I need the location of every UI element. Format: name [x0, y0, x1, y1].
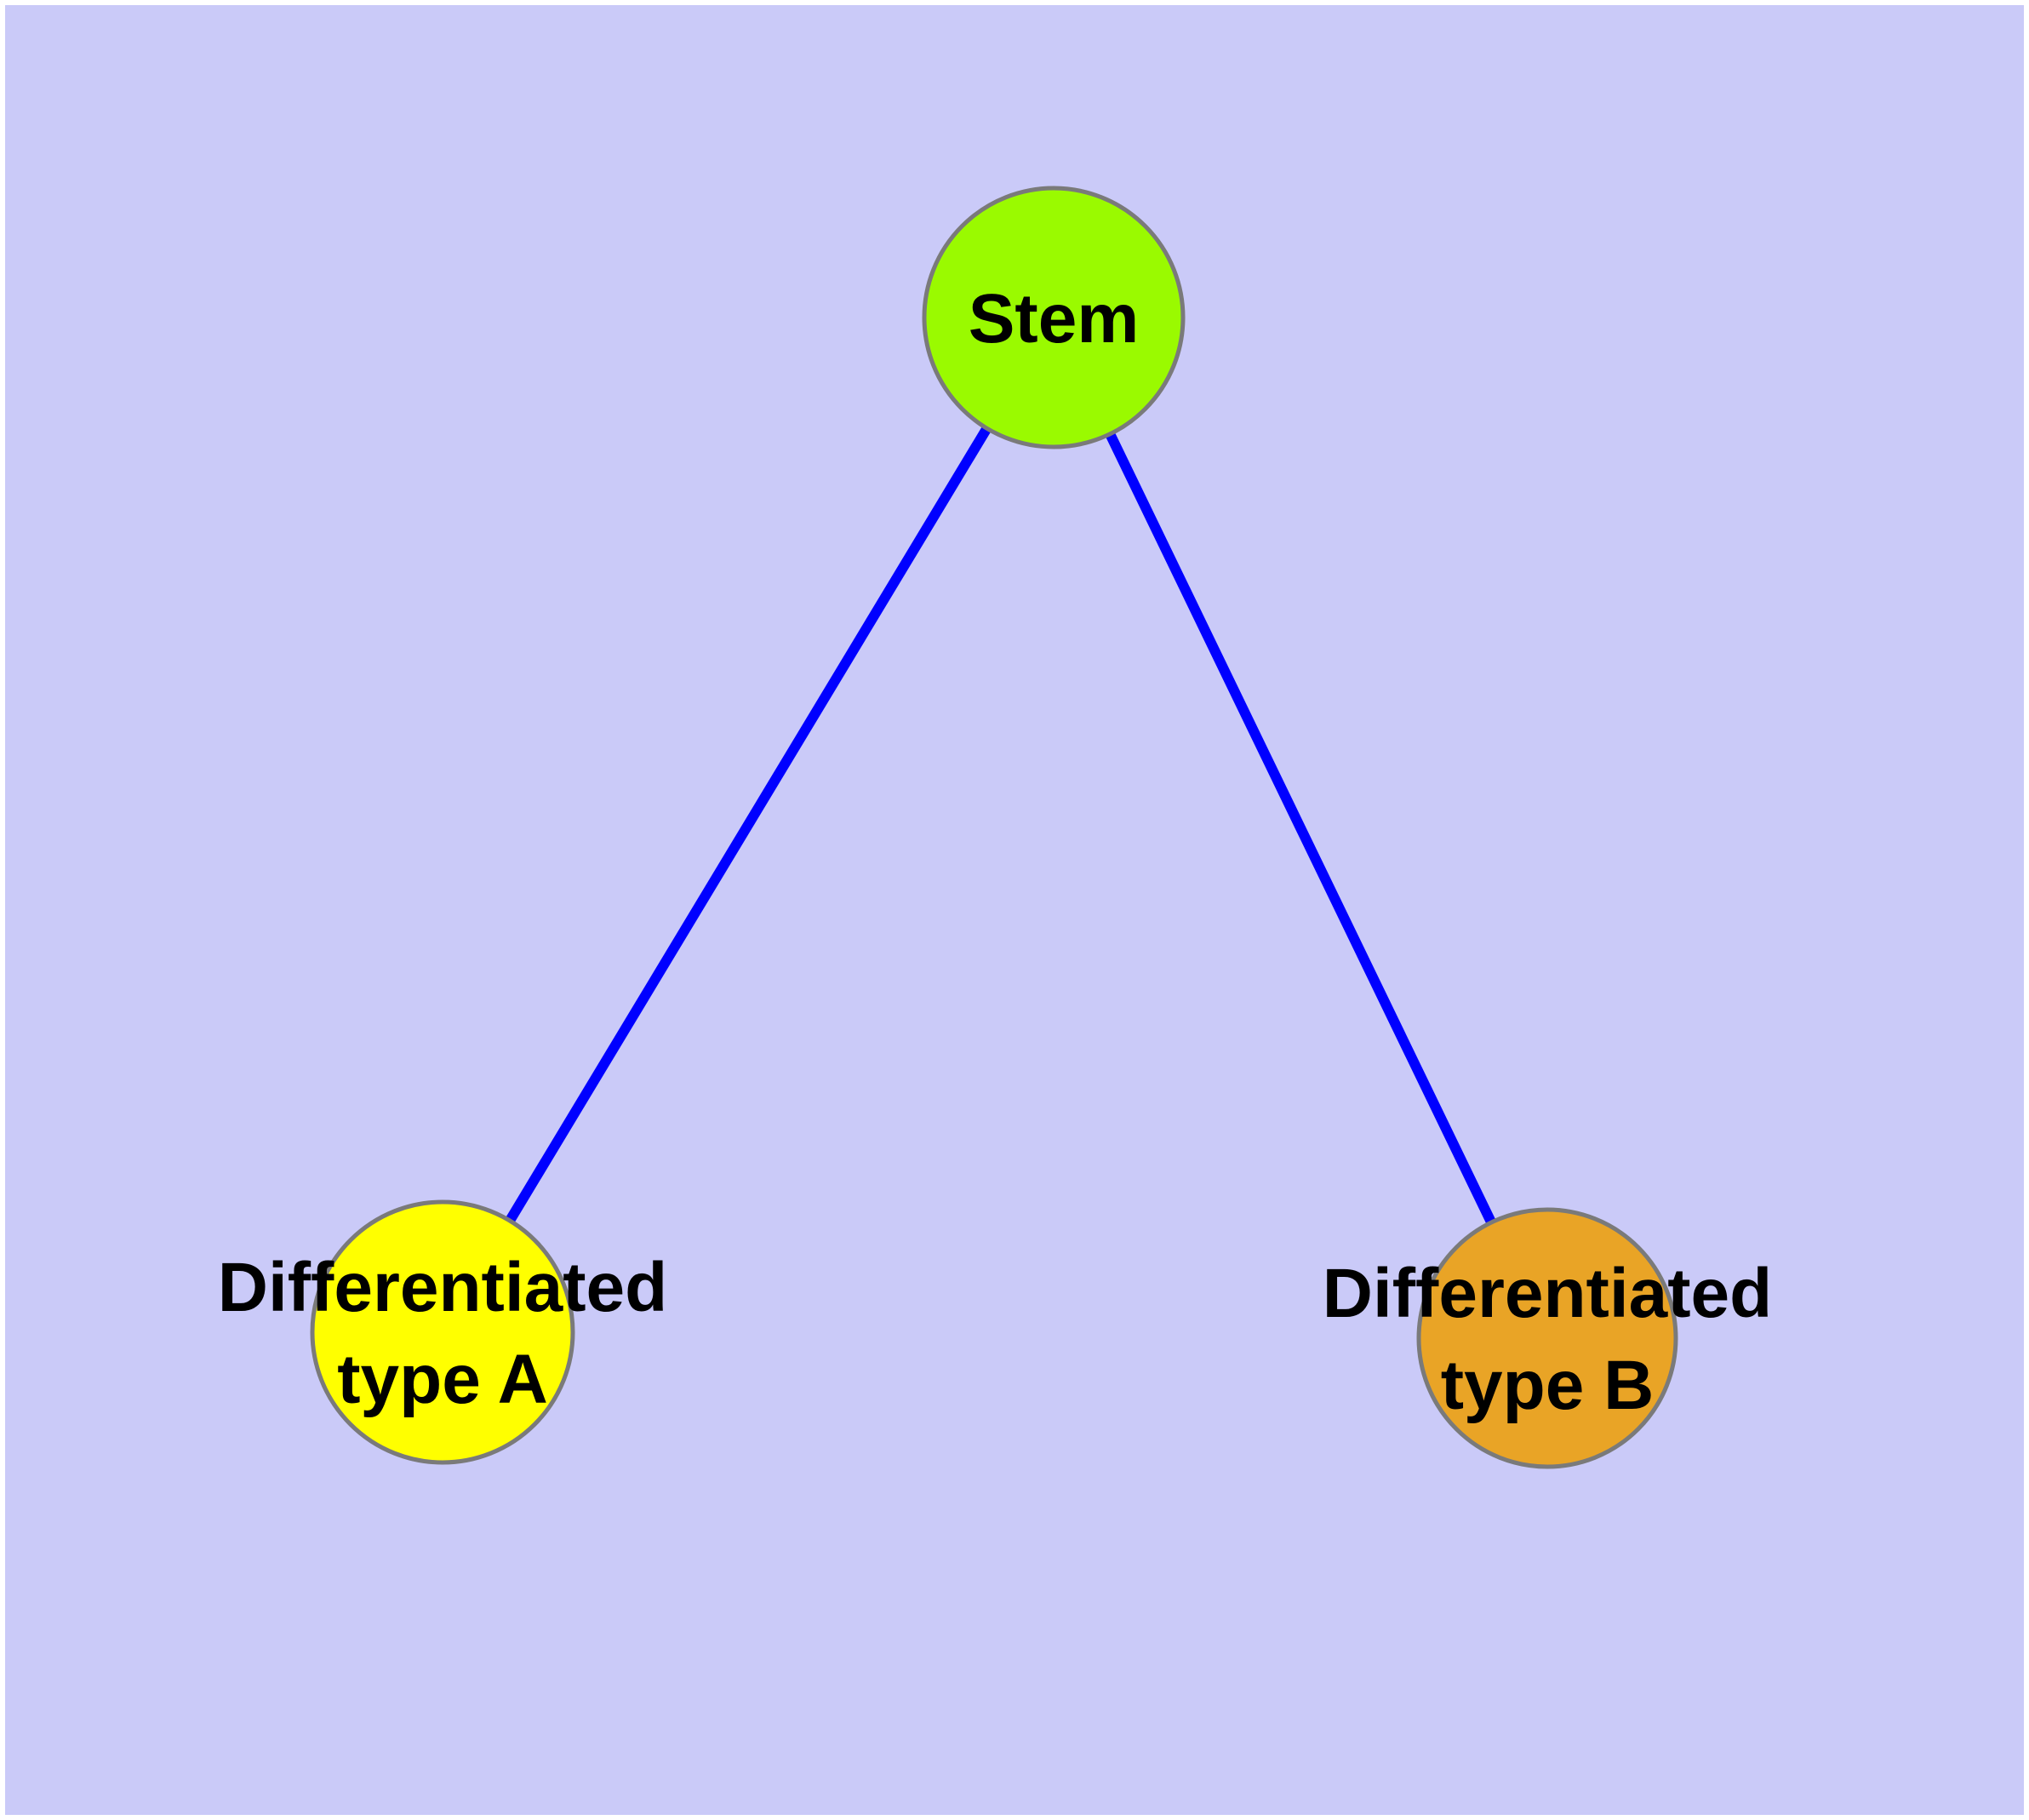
node-differentiated-type-b-label-line-1: type B: [1441, 1347, 1655, 1424]
edge-stem-to-differentiated-type-b: [1049, 315, 1552, 1341]
node-differentiated-type-b-label-line-0: Differentiated: [1323, 1255, 1773, 1332]
node-differentiated-type-b-label: Differentiated type B: [1323, 1255, 1773, 1424]
node-stem: [922, 186, 1186, 449]
node-differentiated-type-a-label: Differentiated type A: [218, 1249, 668, 1418]
node-stem-label-line-0: Stem: [969, 280, 1140, 358]
edge-stem-to-differentiated-type-a: [437, 314, 1059, 1336]
node-stem-label: Stem: [969, 280, 1140, 358]
node-differentiated-type-b: [1416, 1207, 1678, 1469]
node-differentiated-type-a-label-line-1: type A: [337, 1341, 548, 1418]
node-differentiated-type-a-label-line-0: Differentiated: [218, 1249, 668, 1326]
node-differentiated-type-a: [310, 1199, 575, 1465]
